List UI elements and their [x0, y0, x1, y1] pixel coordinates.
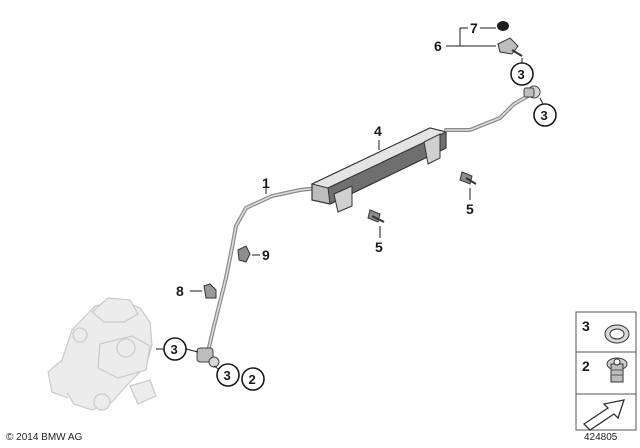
diagram-number: 424805 — [584, 432, 618, 443]
direction-arrow-icon — [582, 399, 625, 431]
clip-part-8 — [203, 283, 217, 299]
bleed-screw-part-6 — [497, 37, 523, 57]
brake-pipe-rail — [310, 127, 448, 213]
callout-5-lower-label: 5 — [375, 239, 383, 255]
hollow-bolt-icon — [606, 357, 628, 383]
callout-3-right: 3 — [533, 97, 557, 127]
callout-9: 9 — [252, 247, 270, 263]
callout-3-2-bottom: 3 2 — [213, 363, 265, 391]
callout-3-right-label: 3 — [541, 108, 548, 123]
brake-line-1 — [205, 186, 320, 358]
brake-caliper — [47, 297, 157, 411]
callout-4-label: 4 — [374, 123, 382, 139]
callout-4: 4 — [374, 123, 382, 150]
callout-3-bottom-label: 3 — [224, 368, 231, 383]
sealing-ring-icon — [604, 324, 630, 344]
copyright-text: © 2014 BMW AG — [6, 432, 83, 443]
clip-part-9 — [237, 245, 251, 263]
callout-1: 1 — [262, 175, 270, 194]
callout-6-7: 7 6 — [434, 20, 496, 54]
bolt-part-5-lower — [367, 209, 385, 223]
callout-7-label: 7 — [470, 20, 478, 36]
callout-5-lower: 5 — [375, 226, 383, 255]
callout-1-label: 1 — [262, 175, 270, 191]
callout-3-caliper: 3 — [156, 337, 199, 361]
brake-line-upper — [444, 85, 541, 132]
callout-3-caliper-label: 3 — [171, 342, 178, 357]
callout-6-label: 6 — [434, 38, 442, 54]
callout-5-right: 5 — [466, 188, 474, 217]
legend-panel: 3 2 — [575, 311, 637, 431]
legend-item-2-label: 2 — [582, 358, 590, 374]
callout-8-label: 8 — [176, 283, 184, 299]
callout-8: 8 — [176, 283, 202, 299]
callout-2-bottom-label: 2 — [249, 372, 256, 387]
callout-3-top-label: 3 — [518, 67, 525, 82]
callout-3-top: 3 — [510, 58, 534, 86]
bolt-part-5-right — [459, 171, 477, 185]
callout-5-right-label: 5 — [466, 201, 474, 217]
callout-9-label: 9 — [262, 247, 270, 263]
banjo-fitting — [196, 347, 220, 368]
legend-item-3-label: 3 — [582, 318, 590, 334]
dust-cap-part-7 — [497, 21, 509, 31]
